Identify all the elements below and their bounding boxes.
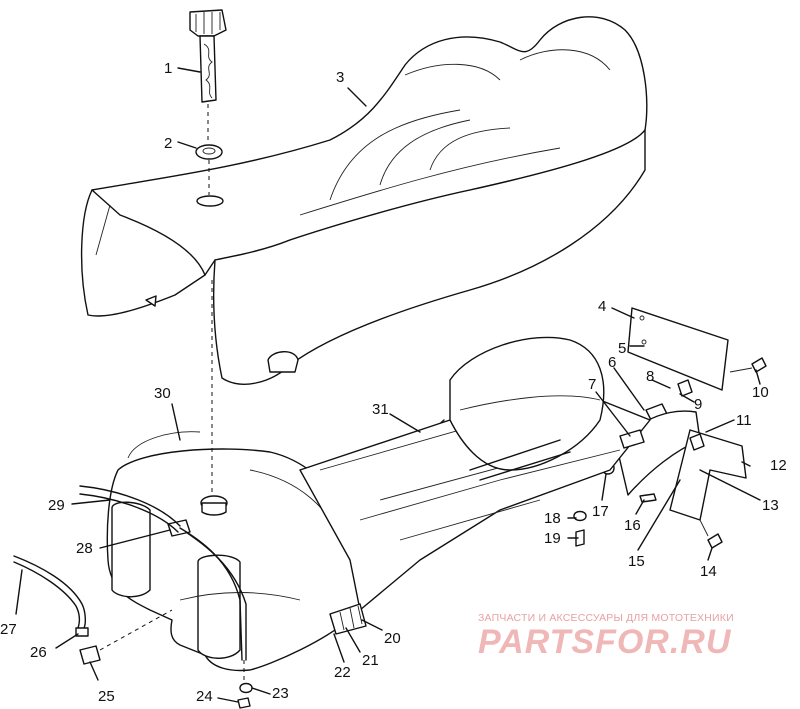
label-27: 27 (0, 621, 17, 638)
label-22: 22 (334, 664, 351, 681)
label-13: 13 (762, 497, 779, 514)
label-6: 6 (608, 354, 616, 371)
label-4: 4 (598, 298, 606, 315)
frame-tray-drawing (237, 336, 651, 709)
label-17: 17 (592, 503, 609, 520)
leader-lines (15, 67, 761, 703)
label-23: 23 (272, 685, 289, 702)
label-20: 20 (384, 630, 401, 647)
seat-drawing (80, 16, 648, 385)
label-18: 18 (544, 510, 561, 527)
fuel-tank-drawing (106, 280, 365, 690)
label-26: 26 (30, 644, 47, 661)
label-1: 1 (164, 60, 172, 77)
label-12: 12 (770, 457, 787, 474)
label-28: 28 (76, 540, 93, 557)
label-10: 10 (752, 384, 769, 401)
label-2: 2 (164, 135, 172, 152)
watermark-subtitle: ЗАПЧАСТИ И АКСЕССУАРЫ ДЛЯ МОТОТЕХНИКИ (478, 612, 734, 624)
label-30: 30 (154, 385, 171, 402)
label-11: 11 (736, 412, 752, 429)
label-3: 3 (336, 69, 344, 86)
label-25: 25 (98, 688, 115, 705)
label-15: 15 (628, 553, 645, 570)
label-19: 19 (544, 530, 561, 547)
part-number-labels: 1 2 3 4 5 6 7 8 9 10 11 12 13 14 15 16 1… (0, 60, 787, 705)
label-29: 29 (48, 497, 65, 514)
label-21: 21 (362, 652, 379, 669)
label-8: 8 (646, 368, 654, 385)
label-7: 7 (588, 376, 596, 393)
label-16: 16 (624, 517, 641, 534)
watermark-brand: PARTSFOR.RU (478, 623, 732, 661)
label-9: 9 (694, 396, 702, 413)
label-24: 24 (196, 688, 213, 705)
watermark: ЗАПЧАСТИ И АКСЕССУАРЫ ДЛЯ МОТОТЕХНИКИ PA… (478, 612, 778, 660)
label-14: 14 (700, 563, 717, 580)
label-5: 5 (618, 340, 626, 357)
label-31: 31 (372, 401, 389, 418)
fuel-cap-drawing (189, 9, 227, 195)
